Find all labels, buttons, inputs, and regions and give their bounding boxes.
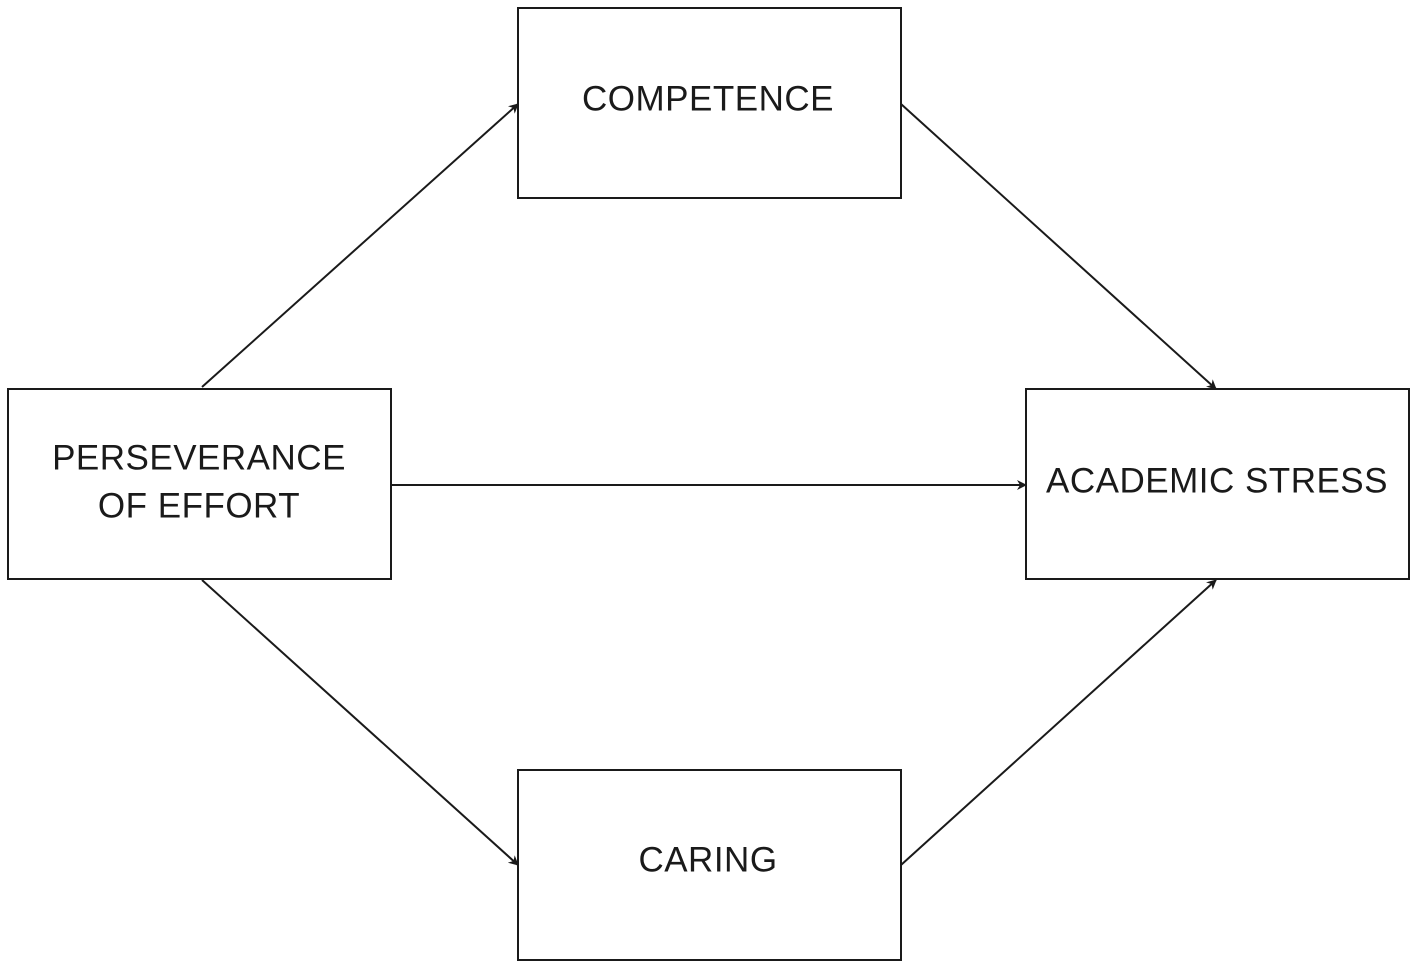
node-competence-label: COMPETENCE <box>582 79 834 118</box>
node-caring-label: CARING <box>638 840 777 879</box>
node-perseverance-label-line2: OF EFFORT <box>98 486 300 525</box>
node-academic-stress-label: ACADEMIC STRESS <box>1046 461 1388 500</box>
arrow-perseverance-to-caring <box>201 579 519 866</box>
node-academic-stress: ACADEMIC STRESS <box>1025 388 1410 580</box>
node-caring: CARING <box>517 769 902 961</box>
arrow-perseverance-to-competence <box>201 103 519 388</box>
node-competence: COMPETENCE <box>517 7 902 199</box>
node-perseverance-label-line1: PERSEVERANCE <box>52 438 346 477</box>
node-perseverance-of-effort: PERSEVERANCE OF EFFORT <box>7 388 392 580</box>
arrow-competence-to-academic-stress <box>900 103 1217 390</box>
arrow-caring-to-academic-stress <box>900 579 1217 866</box>
